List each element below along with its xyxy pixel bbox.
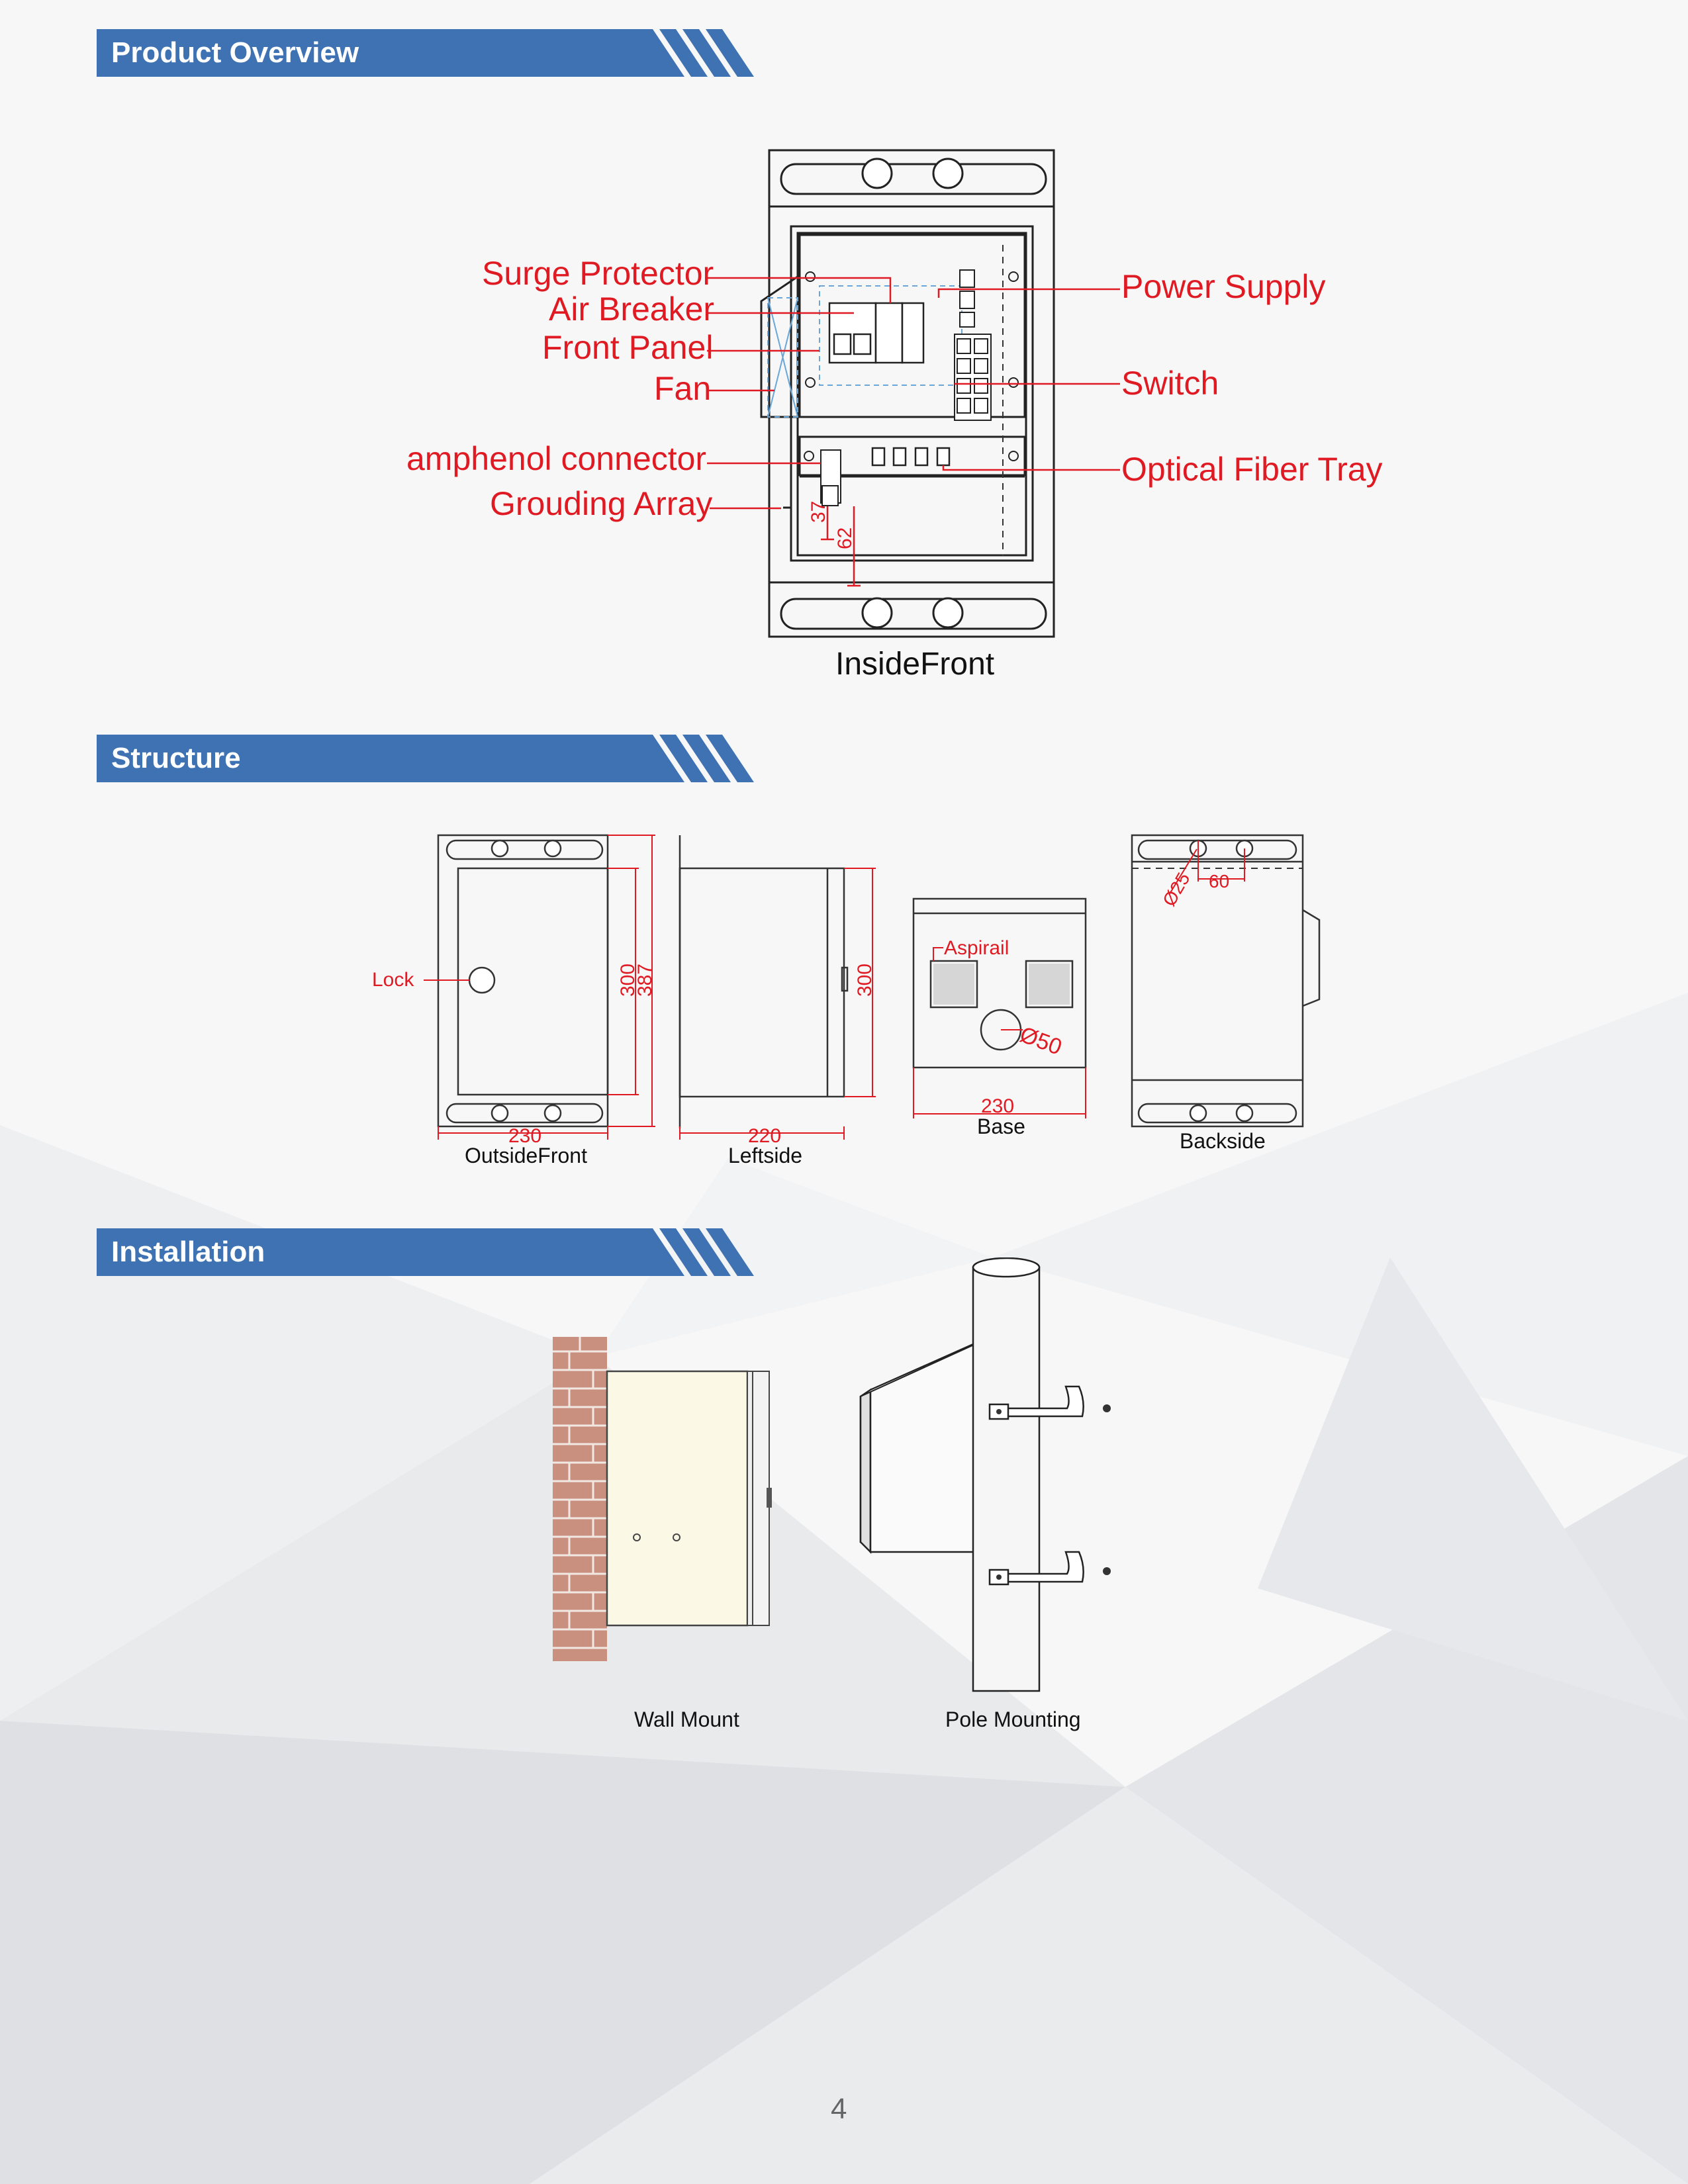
section-header-structure: Structure [97,735,759,782]
header-stripe-icon [97,735,754,782]
label-switch: Switch [1121,365,1219,402]
caption-base: Base [977,1115,1025,1138]
label-front-panel: Front Panel [542,329,714,366]
installation-diagrams [553,1257,1111,1692]
label-power-supply: Power Supply [1121,268,1326,305]
section-title-overview: Product Overview [111,36,359,69]
dim-outside-front-width: 230 [508,1125,542,1147]
dim-62: 62 [834,527,856,549]
label-grounding-array: Grouding Array [490,485,713,522]
label-optical-fiber-tray: Optical Fiber Tray [1121,451,1383,488]
page-number: 4 [831,2093,847,2125]
caption-outside-front: OutsideFront [465,1144,587,1167]
caption-leftside: Leftside [728,1144,803,1167]
label-aspirail: Aspirail [944,937,1009,959]
header-stripe-icon [97,29,754,77]
header-stripe-icon [97,1228,754,1276]
dim-leftside-width: 220 [748,1125,782,1147]
caption-pole-mounting: Pole Mounting [945,1707,1081,1731]
dim-base-width: 230 [981,1095,1015,1117]
caption-wall-mount: Wall Mount [634,1707,739,1731]
label-surge-protector: Surge Protector [482,255,714,292]
label-amphenol-connector: amphenol connector [406,440,707,477]
dim-37: 37 [808,500,829,523]
section-title-installation: Installation [111,1236,265,1268]
dim-leftside-height: 300 [854,963,876,997]
structure-diagrams [424,834,1321,1140]
inside-front-diagram [707,149,1120,638]
brick-wall-icon [553,1337,607,1661]
label-air-breaker: Air Breaker [549,291,715,328]
caption-inside-front: InsideFront [835,647,995,682]
section-title-structure: Structure [111,742,241,774]
dim-backside-spacing: 60 [1209,871,1230,891]
label-lock: Lock [372,969,414,991]
label-fan: Fan [654,370,712,407]
dim-outside-front-h2: 387 [634,963,656,997]
section-header-installation: Installation [97,1228,759,1276]
section-header-overview: Product Overview [97,29,759,77]
caption-backside: Backside [1180,1129,1266,1153]
